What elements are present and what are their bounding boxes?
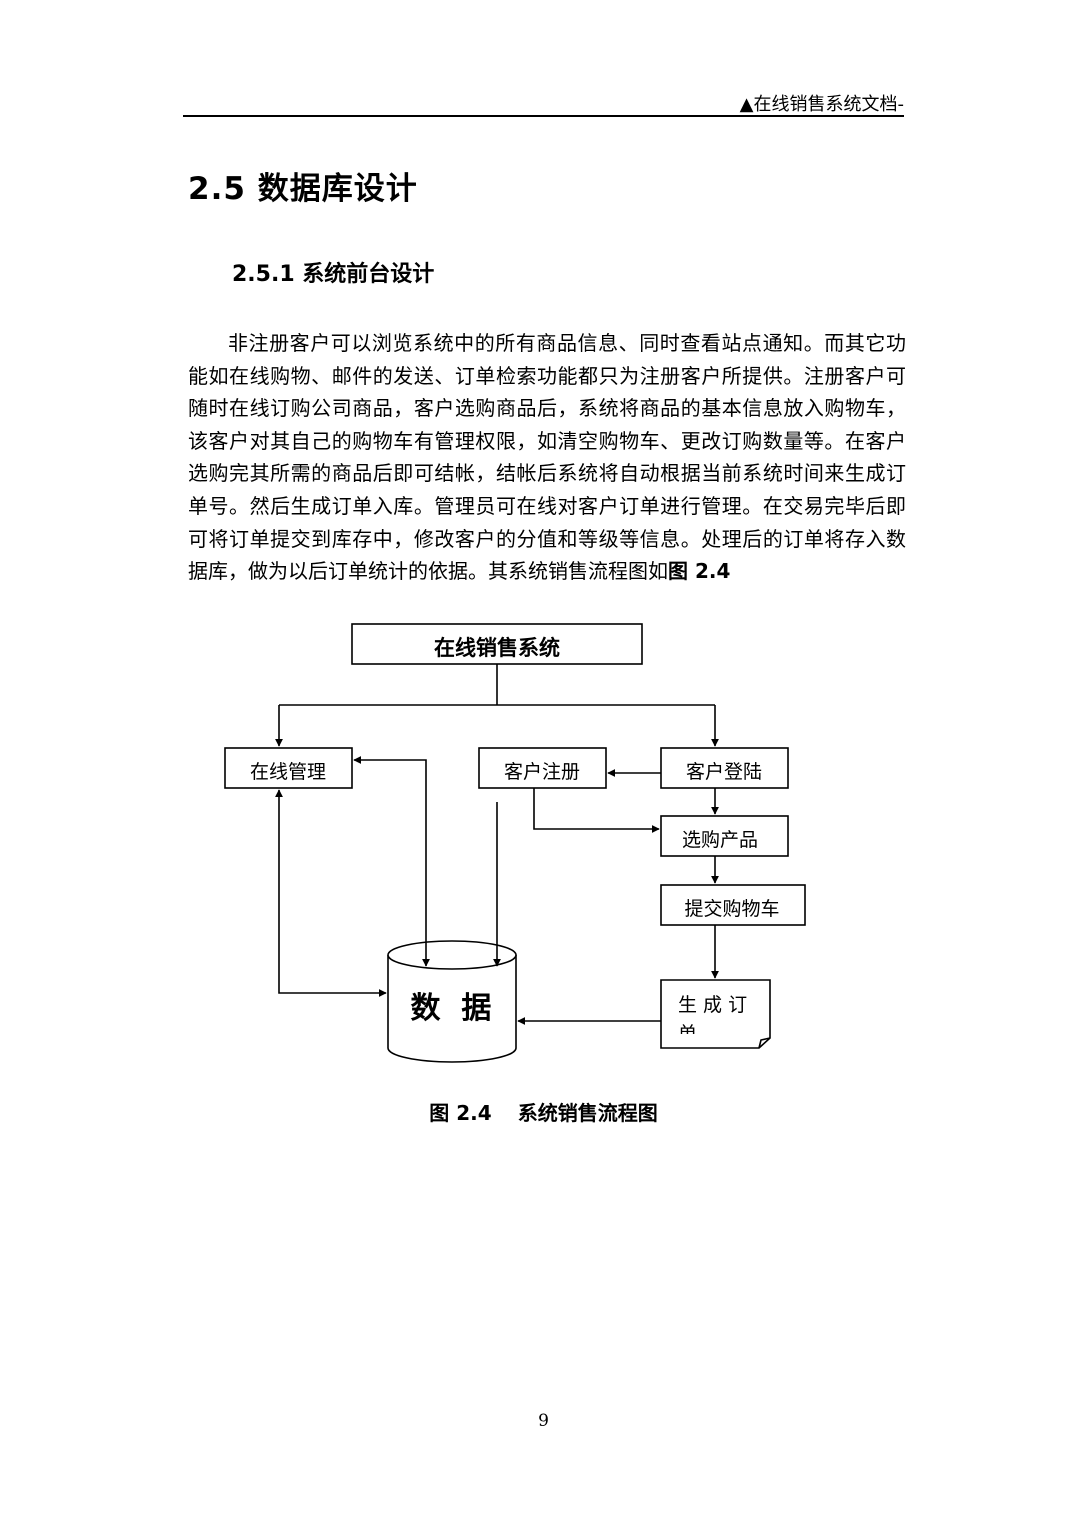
database-label: 数 据 [411,991,492,1026]
caption-label: 图 2.4 [429,1101,492,1125]
figure-caption: 图 2.4 系统销售流程图 [0,1097,1087,1126]
order-document-box [660,979,771,1049]
arrow-register-to-select [533,788,660,833]
online-management-label: 在线管理 [250,761,326,783]
body-paragraph: 非注册客户可以浏览系统中的所有商品信息、同时查看站点通知。而其它功能如在线购物、… [188,327,906,588]
customer-register-label: 客户注册 [504,761,580,783]
figure-reference: 图 2.4 [668,559,731,584]
caption-title: 系统销售流程图 [517,1101,658,1125]
submit-cart-box [660,884,806,926]
system-title-label: 在线销售系统 [434,636,560,660]
paragraph-text: 非注册客户可以浏览系统中的所有商品信息、同时查看站点通知。而其它功能如在线购物、… [188,331,906,584]
page-number: 9 [538,1411,549,1431]
arrow-database-to-management [353,756,430,967]
page-header: ▲在线销售系统文档- [739,94,904,115]
generate-order-label: 生 成 订 [678,994,747,1016]
section-heading: 2.5 数据库设计 [188,171,418,207]
select-products-label: 选购产品 [682,829,758,851]
select-products-box [660,815,789,857]
order-document-fold [758,1037,771,1049]
arrow-management-database-loop [275,789,387,997]
submit-cart-label: 提交购物车 [684,898,779,920]
header-rule [183,115,904,117]
generate-order-label-cut: 单 [678,1023,697,1045]
database-cylinder [387,955,517,1063]
subsection-heading: 2.5.1 系统前台设计 [232,262,435,287]
online-management-box [224,747,353,789]
customer-login-box [660,747,789,789]
customer-login-label: 客户登陆 [686,761,762,783]
system-title-box [351,623,643,665]
customer-register-box [478,747,607,789]
